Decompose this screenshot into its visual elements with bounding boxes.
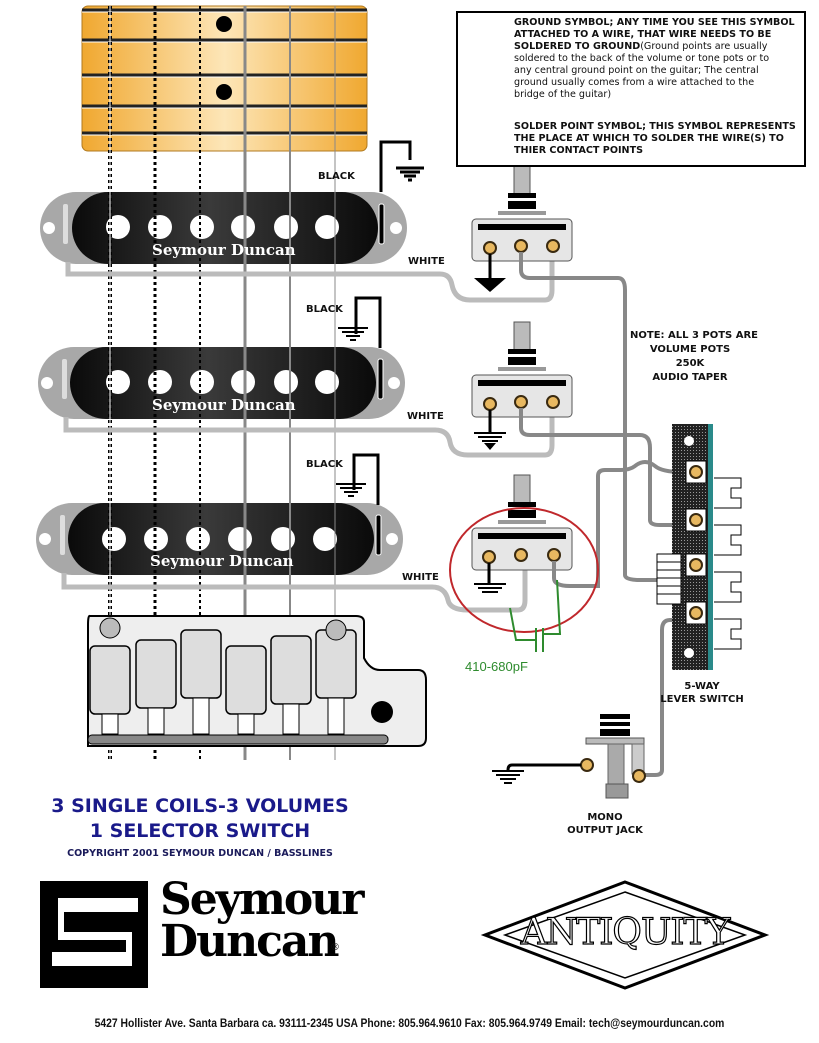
fret-marker bbox=[216, 84, 232, 100]
switch-label-line: LEVER SWITCH bbox=[660, 694, 744, 705]
copyright: COPYRIGHT 2001 SEYMOUR DUNCAN / BASSLINE… bbox=[67, 848, 333, 859]
white-wires bbox=[61, 255, 555, 613]
pots-note-line: 250K bbox=[675, 358, 705, 369]
solder-legend-line: SOLDER POINT SYMBOL; THIS SYMBOL REPRESE… bbox=[514, 121, 796, 132]
ground-legend-note: any central ground point on the guitar; … bbox=[514, 65, 759, 76]
ground-legend-line: GROUND SYMBOL; ANY TIME YOU SEE THIS SYM… bbox=[514, 17, 795, 28]
seymour-duncan-logo-mark bbox=[40, 881, 148, 988]
ground-legend-note: bridge of the guitar) bbox=[514, 89, 612, 100]
solder-legend-line: THE PLACE AT WHICH TO SOLDER THE WIRE(S)… bbox=[514, 133, 784, 144]
volume-pot-1 bbox=[471, 165, 573, 292]
ground-legend-note: soldered to the back of the volume or to… bbox=[514, 53, 770, 64]
pickup-bridge bbox=[36, 503, 403, 575]
black-wire-label: BLACK bbox=[318, 171, 355, 182]
logo-antiquity: ANTIQUITY bbox=[520, 911, 731, 953]
volume-pot-3 bbox=[471, 474, 573, 593]
volume-pot-2 bbox=[471, 321, 573, 450]
solder-legend-line: THIER CONTACT POINTS bbox=[514, 145, 644, 156]
tremolo-bridge bbox=[87, 614, 427, 747]
pickup-neck bbox=[40, 192, 407, 264]
pots-note: NOTE: ALL 3 POTS ARE VOLUME POTS 250K AU… bbox=[630, 329, 759, 385]
diagram-title-line2: 1 SELECTOR SWITCH bbox=[89, 820, 311, 842]
pickup-middle bbox=[38, 347, 405, 419]
black-wire-label: BLACK bbox=[306, 304, 343, 315]
capacitor-label: 410-680pF bbox=[465, 659, 528, 674]
fretboard bbox=[81, 5, 368, 152]
capacitor-icon bbox=[509, 579, 562, 652]
logo-seymour: Seymour bbox=[160, 874, 364, 925]
pickup-brand-neck: Seymour Duncan bbox=[152, 241, 296, 259]
pot-to-switch-wires bbox=[519, 252, 683, 777]
pots-note-line: NOTE: ALL 3 POTS ARE bbox=[630, 330, 759, 341]
pickup-brand-middle: Seymour Duncan bbox=[152, 396, 296, 414]
jack-label: MONO OUTPUT JACK bbox=[555, 811, 655, 837]
pots-note-line: AUDIO TAPER bbox=[652, 372, 728, 383]
white-wire-label: WHITE bbox=[407, 411, 444, 422]
ground-symbols bbox=[336, 166, 424, 497]
registered-mark: ® bbox=[330, 942, 340, 953]
footer-contact: 5427 Hollister Ave. Santa Barbara ca. 93… bbox=[94, 1018, 725, 1030]
jack-label-line: OUTPUT JACK bbox=[567, 825, 643, 836]
ground-legend-note: (Ground points are usually bbox=[640, 41, 768, 52]
jack-label-line: MONO bbox=[587, 812, 623, 823]
fret-marker bbox=[216, 16, 232, 32]
output-jack bbox=[492, 714, 646, 799]
white-wire-label: WHITE bbox=[402, 572, 439, 583]
diagram-title-line1: 3 SINGLE COILS-3 VOLUMES bbox=[51, 795, 349, 817]
solder-legend: SOLDER POINT SYMBOL; THIS SYMBOL REPRESE… bbox=[514, 121, 796, 157]
logo-duncan: Duncan bbox=[160, 916, 339, 967]
ground-legend-line: ATTACHED TO A WIRE, THAT WIRE NEEDS TO B… bbox=[514, 29, 772, 40]
black-wire-label: BLACK bbox=[306, 459, 343, 470]
pots-note-line: VOLUME POTS bbox=[649, 344, 731, 355]
ground-legend: GROUND SYMBOL; ANY TIME YOU SEE THIS SYM… bbox=[514, 17, 795, 101]
black-wires bbox=[352, 140, 412, 505]
pickup-brand-bridge: Seymour Duncan bbox=[150, 552, 294, 570]
capacitor-highlight bbox=[449, 507, 599, 633]
legend-box: GROUND SYMBOL; ANY TIME YOU SEE THIS SYM… bbox=[456, 11, 806, 167]
antiquity-logo bbox=[480, 880, 770, 990]
ground-legend-note: ground usually comes from a wire attache… bbox=[514, 77, 755, 88]
ground-legend-line: SOLDERED TO GROUND bbox=[514, 41, 641, 52]
switch-label-line: 5-WAY bbox=[684, 681, 720, 692]
switch-label: 5-WAY LEVER SWITCH bbox=[652, 680, 752, 706]
white-wire-label: WHITE bbox=[408, 256, 445, 267]
five-way-switch bbox=[656, 424, 742, 670]
